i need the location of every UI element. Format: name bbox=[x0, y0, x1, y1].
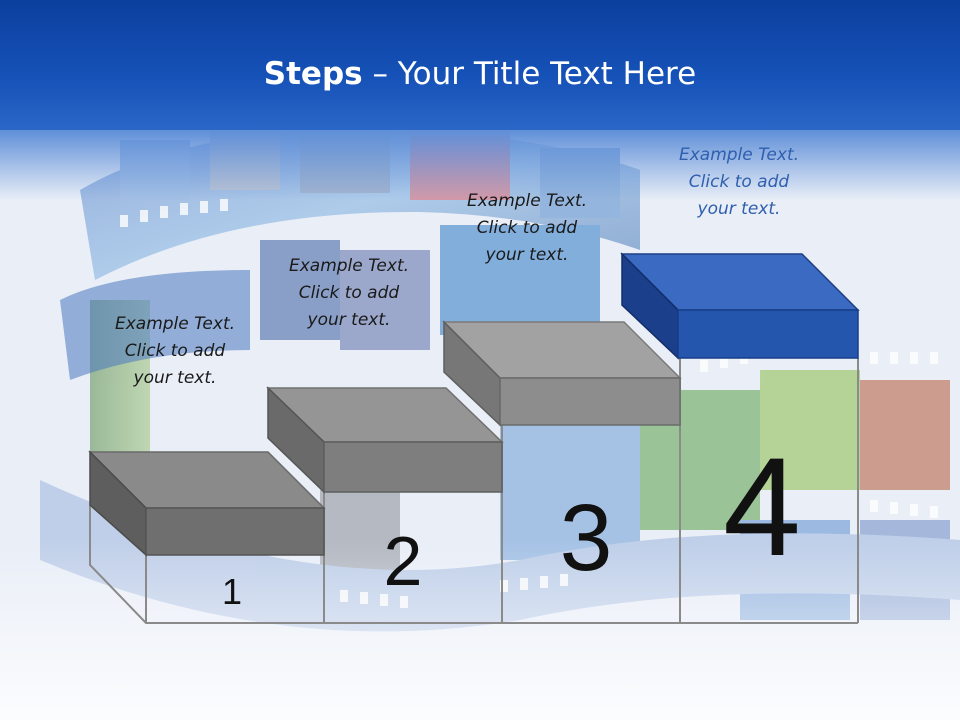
staircase-outline bbox=[89, 358, 859, 624]
slide-title[interactable]: Steps – Your Title Text Here bbox=[0, 56, 960, 92]
caption-line: Example Text. bbox=[288, 256, 410, 276]
caption-line: Example Text. bbox=[678, 145, 800, 165]
header-bar bbox=[0, 0, 960, 130]
caption-line: Click to add bbox=[124, 341, 226, 361]
step-number-2: 2 bbox=[384, 522, 423, 600]
step-number-1: 1 bbox=[222, 571, 242, 612]
title-bold: Steps bbox=[263, 56, 363, 92]
step-block-4[interactable] bbox=[620, 252, 860, 360]
step-caption-2[interactable]: Example Text. Click to add your text. bbox=[264, 253, 434, 334]
caption-line: your text. bbox=[485, 245, 569, 265]
step-number-4: 4 bbox=[723, 428, 801, 585]
caption-line: Example Text. bbox=[466, 191, 588, 211]
caption-line: Click to add bbox=[476, 218, 578, 238]
header-fade bbox=[0, 130, 960, 200]
caption-line: Example Text. bbox=[114, 314, 236, 334]
caption-line: your text. bbox=[133, 368, 217, 388]
title-rest: – Your Title Text Here bbox=[362, 56, 697, 92]
caption-line: Click to add bbox=[688, 172, 790, 192]
step-caption-4[interactable]: Example Text. Click to add your text. bbox=[654, 142, 824, 223]
caption-line: Click to add bbox=[298, 283, 400, 303]
step-block-3[interactable] bbox=[442, 320, 682, 427]
step-number-3: 3 bbox=[560, 485, 613, 591]
step-caption-3[interactable]: Example Text. Click to add your text. bbox=[442, 188, 612, 269]
step-block-1[interactable] bbox=[88, 450, 326, 557]
step-block-2[interactable] bbox=[266, 386, 504, 494]
step-caption-1[interactable]: Example Text. Click to add your text. bbox=[90, 311, 260, 392]
caption-line: your text. bbox=[697, 199, 781, 219]
caption-line: your text. bbox=[307, 310, 391, 330]
